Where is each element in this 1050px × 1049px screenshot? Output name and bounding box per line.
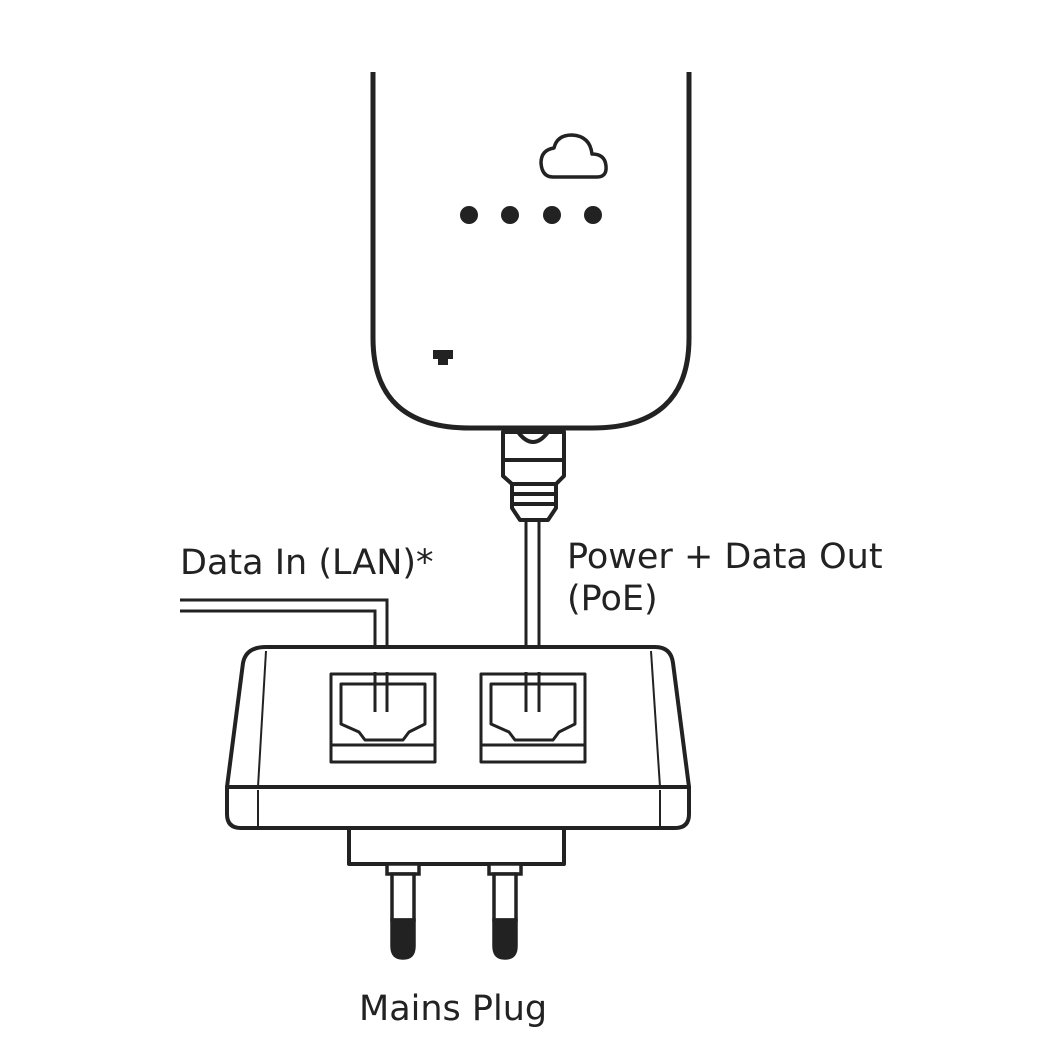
data-in-label: Data In (LAN)* [180, 543, 434, 583]
mains-plug [347, 826, 566, 866]
plug-pin-left [385, 862, 421, 960]
status-led [543, 206, 561, 224]
mains-plug-label: Mains Plug [359, 989, 548, 1029]
poe-output-sublabel: (PoE) [567, 579, 658, 619]
lan-input-port [329, 672, 437, 764]
rj45-connector [501, 430, 566, 522]
status-led [584, 206, 602, 224]
poe-injector [225, 645, 691, 830]
cloud-icon [539, 133, 608, 179]
access-point-device [370, 72, 692, 431]
ethernet-port-icon [433, 350, 453, 365]
status-led-row [460, 206, 602, 224]
status-led [460, 206, 478, 224]
plug-pin-right [487, 862, 523, 960]
poe-output-port [479, 672, 587, 764]
status-led [501, 206, 519, 224]
poe-output-label: Power + Data Out [567, 537, 883, 577]
